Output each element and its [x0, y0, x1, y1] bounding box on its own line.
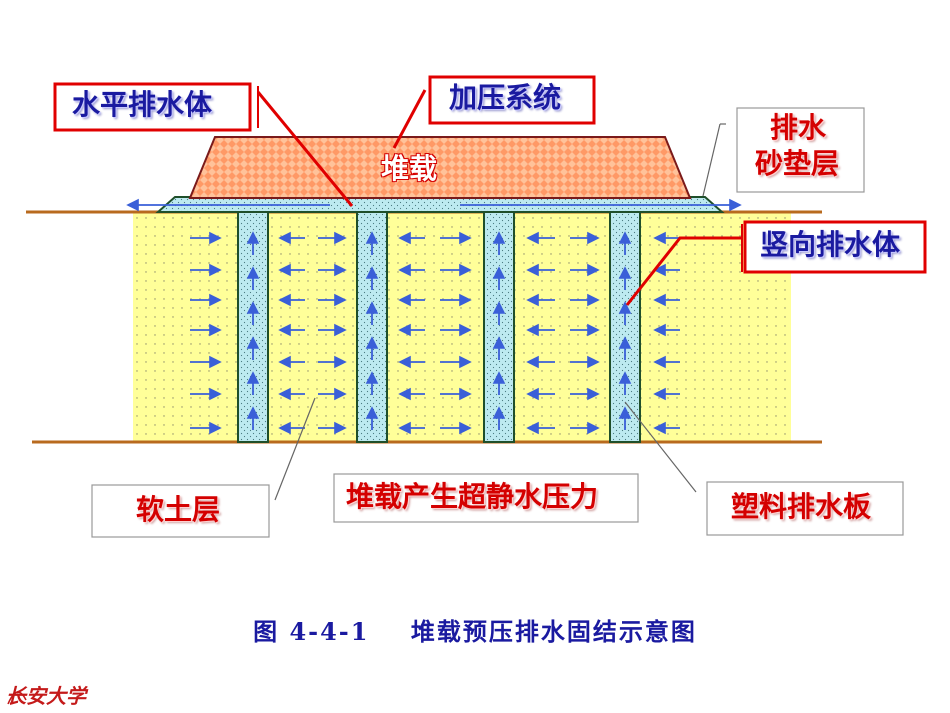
surcharge-label: 堆载	[381, 152, 438, 185]
soft-soil-frame	[91, 484, 270, 538]
vertical-drain-frame	[743, 220, 927, 274]
sand-cushion-label-line2: 砂垫层	[755, 147, 840, 180]
plastic-board-frame	[706, 481, 904, 536]
pore-pressure-label: 堆载产生超静水压力	[346, 480, 599, 513]
sand-cushion	[155, 196, 725, 213]
plastic-board-pointer	[624, 401, 697, 493]
surcharge-load	[188, 136, 692, 199]
soft-soil-pointer	[274, 397, 316, 501]
sand-cushion-frame	[736, 107, 865, 193]
flow-arrows	[126, 198, 742, 435]
pressure-system-label: 加压系统	[449, 81, 562, 114]
pore-pressure-frame	[333, 473, 639, 523]
figure-caption: 图 4-4-1 堆载预压排水固结示意图	[253, 617, 697, 646]
university-logo-mark	[7, 691, 27, 705]
horizontal-drain-label: 水平排水体	[72, 88, 213, 121]
plastic-board-label: 塑料排水板	[731, 490, 872, 523]
vertical-drain-pointer	[625, 236, 742, 306]
pressure-system-frame	[428, 75, 596, 125]
vertical-drain-label: 竖向排水体	[760, 228, 901, 261]
soft-soil-layer	[133, 212, 791, 442]
horizontal-drain-pointer	[256, 91, 354, 207]
sand-cushion-label-line1: 排水	[770, 111, 827, 144]
sand-cushion-pointer	[702, 123, 721, 197]
soft-soil-label: 软土层	[136, 493, 221, 526]
pressure-system-pointer	[392, 89, 427, 149]
pointer-lines	[256, 86, 743, 501]
university-logo-text: 长安大学	[6, 684, 86, 708]
horizontal-drain-frame	[53, 82, 252, 132]
